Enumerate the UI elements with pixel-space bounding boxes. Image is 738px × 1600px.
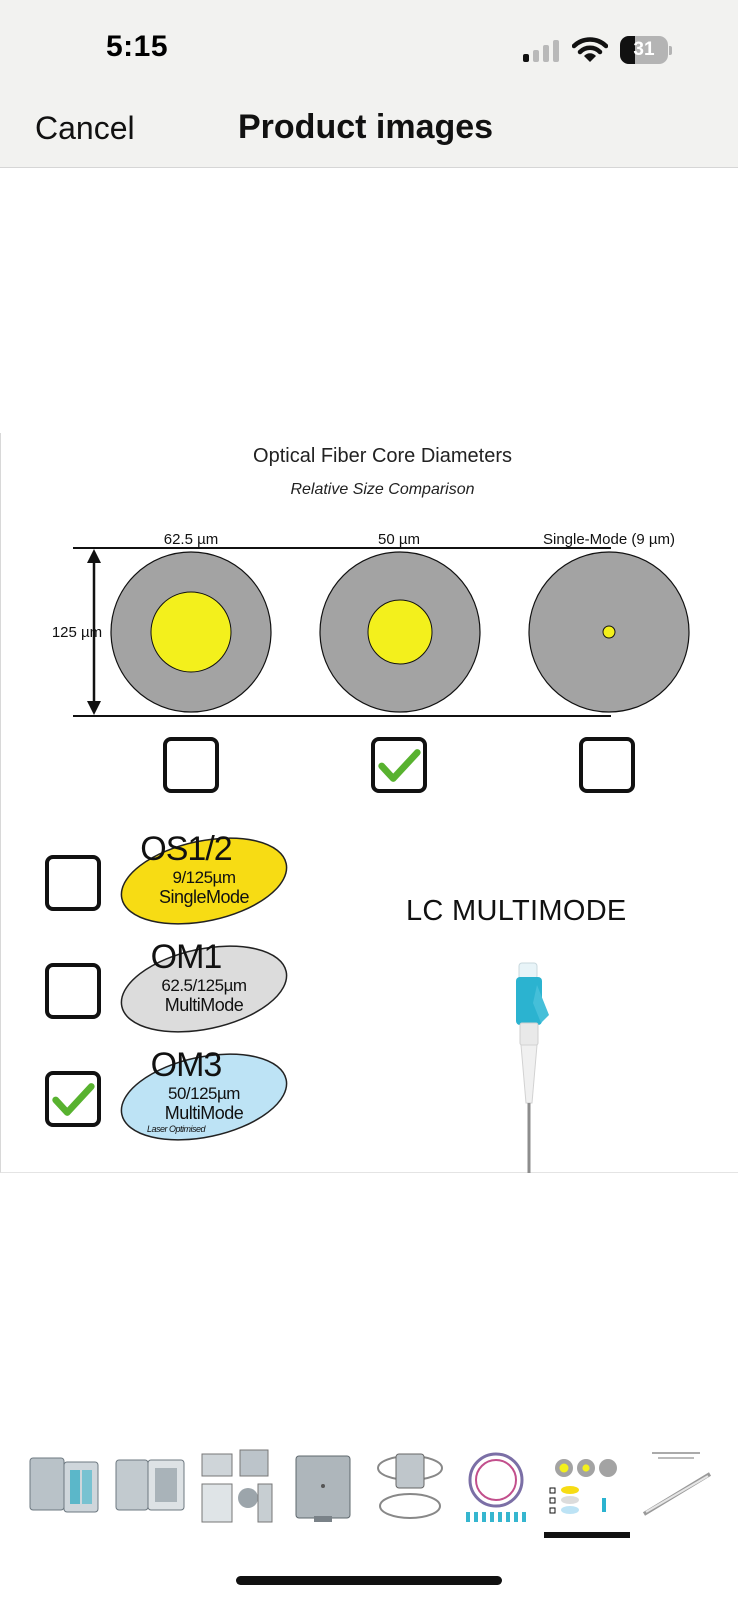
thumb-fiber-core-diameters[interactable] [546, 1448, 626, 1528]
check-mark-icon [52, 1083, 95, 1116]
fiber-type-note: Laser Optimised [147, 1124, 207, 1134]
checkbox-core-62-5[interactable] [163, 737, 219, 793]
nav-bar: Cancel Product images [0, 96, 738, 168]
home-indicator[interactable] [236, 1576, 502, 1585]
checkbox-core-50[interactable] [371, 737, 427, 793]
thumb-enclosure-pole-mount[interactable] [370, 1448, 450, 1528]
connector-label: LC MULTIMODE [406, 895, 627, 927]
lc-connector-illustration [516, 962, 549, 1173]
checkbox-om1[interactable] [45, 963, 101, 1019]
battery-percent: 31 [633, 39, 655, 60]
wifi-icon [571, 36, 609, 64]
fiber-diagram: 62.5 µm 50 µm Single-Mode (9 µm) 125 µm … [45, 531, 690, 1173]
fiber-type-mode: MultiMode [165, 1103, 244, 1123]
label-core-50: 50 µm [378, 531, 420, 548]
main-product-image[interactable]: Optical Fiber Core Diameters Relative Si… [0, 433, 738, 1173]
cellular-signal-icon [523, 40, 563, 62]
image-title: Optical Fiber Core Diameters [253, 445, 512, 467]
core-single-mode [602, 625, 616, 639]
cancel-button[interactable]: Cancel [35, 110, 135, 146]
label-diameter: 125 µm [52, 624, 102, 641]
thumb-enclosure-back[interactable] [284, 1448, 364, 1528]
checkbox-om3[interactable] [45, 1071, 101, 1127]
status-time: 5:15 [106, 30, 169, 63]
core-50 [367, 599, 433, 665]
thumb-enclosure-parts[interactable] [198, 1448, 278, 1528]
thumb-pigtails[interactable] [456, 1448, 536, 1528]
fiber-type-name: OM1 [151, 938, 222, 976]
page-title: Product images [238, 108, 494, 146]
fiber-type-spec: 50/125µm [168, 1084, 240, 1103]
label-core-single-mode: Single-Mode (9 µm) [543, 531, 675, 548]
fiber-type-name: OM3 [151, 1046, 222, 1084]
thumbnail-strip [0, 1448, 738, 1548]
thumb-enclosure-open[interactable] [110, 1448, 190, 1528]
thumb-enclosure-front[interactable] [24, 1448, 104, 1528]
check-mark-icon [378, 749, 421, 782]
status-bar: 5:15 31 [0, 0, 738, 96]
core-62-5 [150, 591, 232, 673]
fiber-type-name: OS1/2 [140, 830, 231, 868]
checkbox-os1-2[interactable] [45, 855, 101, 911]
fiber-type-spec: 9/125µm [173, 868, 236, 887]
fiber-type-mode: MultiMode [165, 995, 244, 1015]
fiber-type-spec: 62.5/125µm [161, 976, 246, 995]
checkbox-core-single-mode[interactable] [579, 737, 635, 793]
image-subtitle: Relative Size Comparison [290, 481, 475, 498]
battery-icon: 31 [620, 36, 672, 64]
fiber-type-mode: SingleMode [159, 887, 250, 907]
label-core-62-5: 62.5 µm [164, 531, 219, 548]
selected-thumbnail-indicator [544, 1532, 630, 1538]
thumb-splice-sleeve[interactable] [636, 1448, 716, 1528]
